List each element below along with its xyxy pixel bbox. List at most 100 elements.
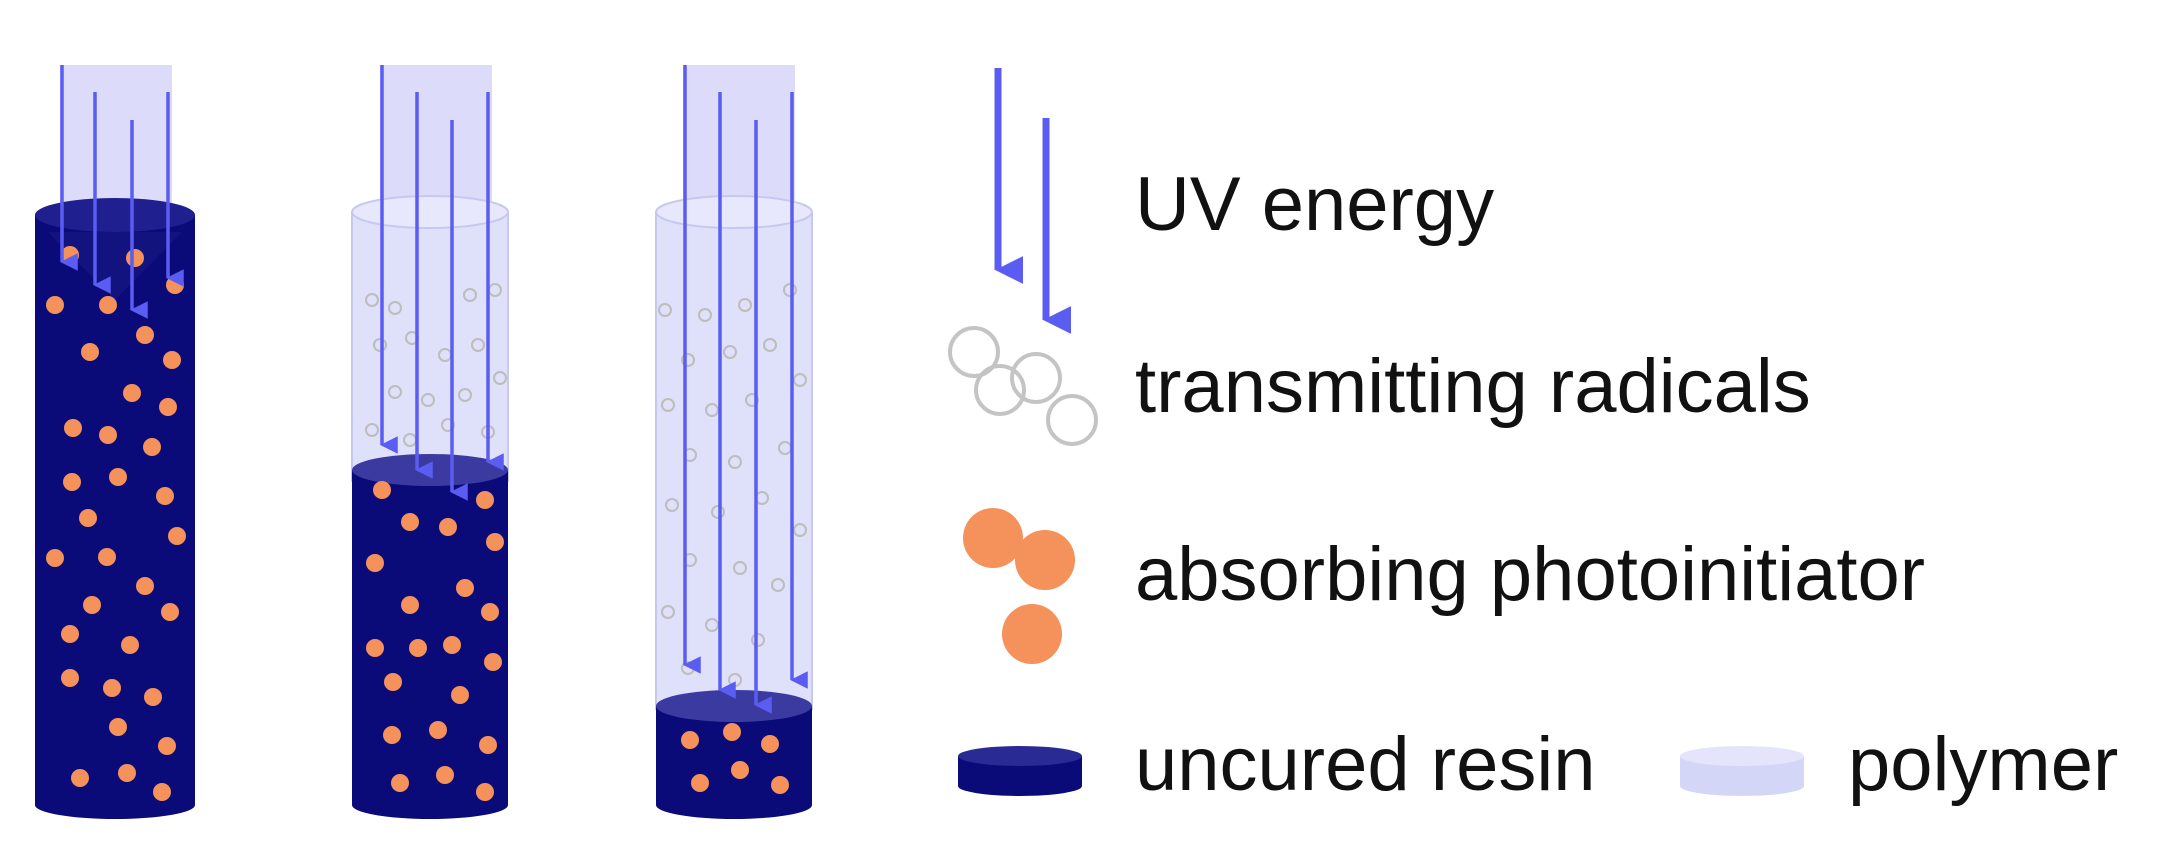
radical (493, 371, 507, 385)
uncured-resin-column-top (35, 198, 195, 232)
photoinitiator (109, 718, 127, 736)
photoinitiator (373, 481, 391, 499)
photoinitiator (71, 769, 89, 787)
radical (661, 398, 675, 412)
photoinitiator (109, 468, 127, 486)
polymer-column-top (351, 195, 509, 229)
radical (728, 455, 742, 469)
photoinitiator (486, 533, 504, 551)
uncured-resin-column (352, 470, 508, 805)
photoinitiator (153, 783, 171, 801)
photoinitiator (366, 554, 384, 572)
photoinitiator (158, 737, 176, 755)
radical (738, 298, 752, 312)
polymer-column (352, 212, 508, 482)
legend: UV energy transmitting radicals absorbin… (948, 68, 2118, 807)
photoinitiator (451, 686, 469, 704)
radical (793, 373, 807, 387)
photoinitiator (476, 783, 494, 801)
photoinitiator (383, 726, 401, 744)
photoinitiator (79, 509, 97, 527)
photoinitiator (156, 487, 174, 505)
radical (763, 338, 777, 352)
legend-uv-energy-icon (994, 68, 1072, 334)
radical (771, 578, 785, 592)
radical-group (658, 283, 807, 719)
photoinitiator (103, 679, 121, 697)
photoinitiator (476, 491, 494, 509)
uv-beam (683, 65, 795, 215)
uv-arrows (60, 65, 184, 319)
photoinitiator-group (681, 723, 789, 794)
uv-beam (380, 65, 492, 215)
photoinitiator (161, 603, 179, 621)
cylinder-stage-mostly-cured (655, 65, 813, 819)
photoinitiator (61, 625, 79, 643)
photoinitiator (481, 603, 499, 621)
radical (698, 308, 712, 322)
radical (711, 505, 725, 519)
radical (471, 338, 485, 352)
radical (793, 523, 807, 537)
radical (705, 403, 719, 417)
cylinder-stage-initial (35, 65, 195, 819)
radical (681, 353, 695, 367)
radical (705, 618, 719, 632)
radical (441, 418, 455, 432)
photoinitiator (159, 398, 177, 416)
radical (365, 423, 379, 437)
polymer-column-top (655, 195, 813, 229)
radical (665, 498, 679, 512)
photoinitiator (429, 721, 447, 739)
uv-arrows (683, 65, 808, 714)
radical (783, 283, 797, 297)
photoinitiator (46, 549, 64, 567)
photoinitiator (99, 426, 117, 444)
photoinitiator (691, 774, 709, 792)
photoinitiator (63, 473, 81, 491)
cylinder-stage-partially-cured (351, 65, 509, 819)
photoinitiator (401, 596, 419, 614)
legend-uncured-resin-label: uncured resin (1135, 722, 1596, 807)
photoinitiator (64, 419, 82, 437)
photoinitiator (81, 343, 99, 361)
radical (733, 561, 747, 575)
photoinitiator (163, 351, 181, 369)
photoinitiator (484, 653, 502, 671)
photoinitiator (409, 639, 427, 657)
radical (458, 388, 472, 402)
photoinitiator (144, 688, 162, 706)
photoinitiator (143, 438, 161, 456)
legend-uncured-resin-icon (958, 746, 1082, 796)
photoinitiator (83, 596, 101, 614)
cure-front-wedge (48, 232, 182, 300)
legend-absorbing-photoinitiator-label: absorbing photoinitiator (1135, 532, 1925, 617)
radical (658, 303, 672, 317)
photoinitiator (46, 296, 64, 314)
photoinitiator (443, 636, 461, 654)
legend-radicals-icon (948, 326, 1098, 446)
photoinitiator (723, 723, 741, 741)
photoinitiator (121, 636, 139, 654)
photoinitiator (436, 766, 454, 784)
polymer-column (656, 212, 812, 710)
legend-uv-energy-label: UV energy (1135, 162, 1494, 247)
photoinitiator (136, 577, 154, 595)
photoinitiator (771, 776, 789, 794)
radical (723, 345, 737, 359)
legend-transmitting-radicals-label: transmitting radicals (1135, 344, 1811, 429)
uncured-resin-column-top (352, 454, 508, 486)
photoinitiator (391, 774, 409, 792)
radical (463, 288, 477, 302)
uv-arrows (380, 65, 504, 501)
photoinitiator (61, 669, 79, 687)
uncured-resin-column-top (656, 690, 812, 722)
photoinitiator (366, 639, 384, 657)
photoinitiator (681, 731, 699, 749)
photoinitiator (384, 673, 402, 691)
photoinitiator (166, 276, 184, 294)
legend-polymer-label: polymer (1848, 722, 2118, 807)
uncured-resin-column (35, 215, 195, 805)
radical (388, 301, 402, 315)
